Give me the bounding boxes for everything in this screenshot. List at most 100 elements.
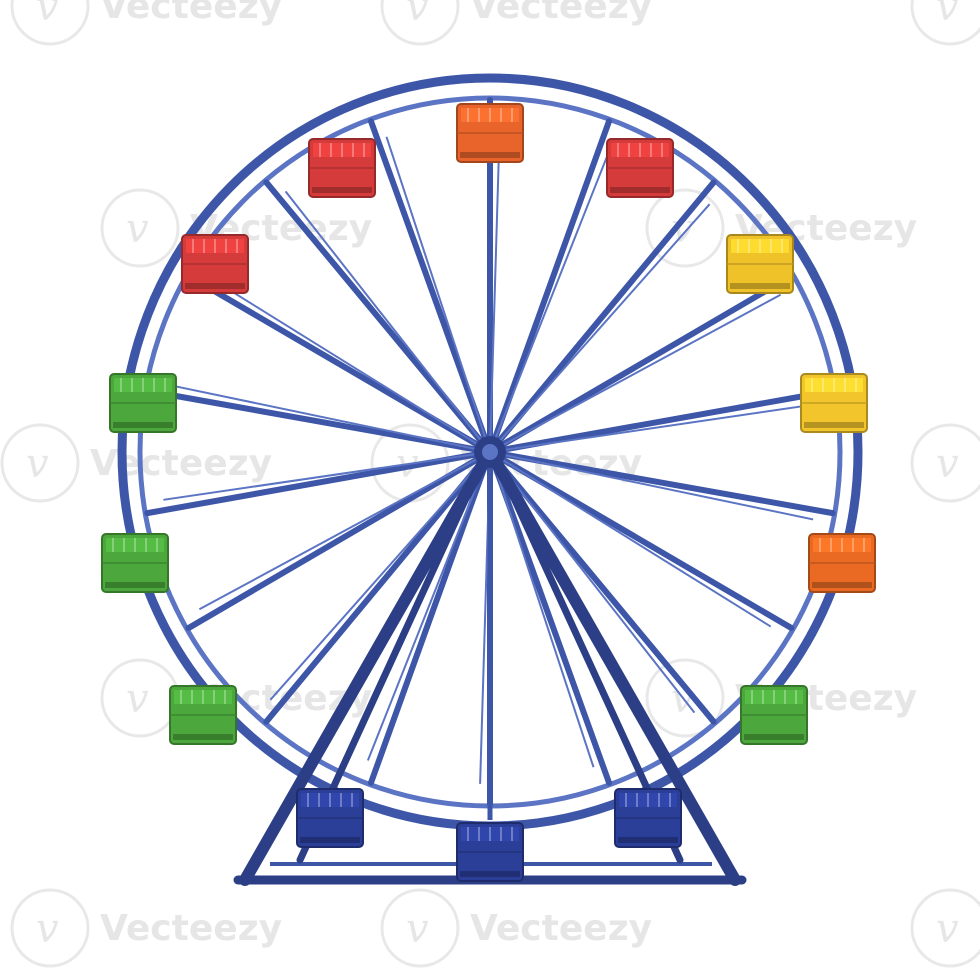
spoke [487,118,613,455]
gondola-upper-right-2 [726,234,794,294]
gondola-base [610,187,670,193]
gondola-base [185,283,245,289]
spoke [185,273,493,455]
spoke-brace [489,451,772,628]
gondola-base [460,152,520,158]
gondola-bottom-left [296,788,364,848]
watermark-circle [380,0,460,46]
spoke [487,449,795,631]
gondola-upper-right-1 [606,138,674,198]
spoke-brace [489,203,711,453]
watermark-circle [645,188,725,268]
gondola-bottom-right [614,788,682,848]
watermark-circle [0,423,80,503]
watermark-v-glyph: v [126,206,149,252]
watermark-v-glyph: v [36,0,59,30]
watermark-logo: v Vecteezy [380,0,652,46]
spoke-brace [489,451,696,714]
watermark-logo: v Vecteezy [380,888,652,968]
spoke [263,179,493,455]
watermark-circle [10,888,90,968]
spoke-brace [489,120,501,453]
hub-cap [482,444,498,460]
wheel-hub [474,436,506,468]
spoke [144,387,493,455]
gondola-base [113,422,173,428]
watermark-circle [910,423,980,503]
spoke-brace [385,136,491,453]
gondola-left-lower [101,533,169,593]
gondola-base [744,734,804,740]
support-leg [490,456,741,886]
spoke [487,449,613,786]
spoke [487,449,836,517]
gondola-top [456,103,524,163]
watermark-v-glyph: v [26,441,49,487]
spoke-brace [166,383,491,453]
gondola-base [812,582,872,588]
watermark-circle [10,0,90,46]
watermark-circle [645,658,725,738]
gondola-base [618,837,678,843]
gondola-base [173,734,233,740]
spoke [263,449,493,725]
spoke-brace [208,276,491,453]
watermark-v-glyph: v [36,906,59,952]
spoke-brace [163,451,491,501]
spoke [367,118,493,455]
spoke-brace [489,451,595,768]
wheel-spokes [144,97,836,807]
watermark-v-glyph: v [936,441,959,487]
spoke-brace [489,293,782,453]
spoke [144,449,493,517]
gondola-base [460,871,520,877]
gondola-base [730,283,790,289]
gondola-right-lower [808,533,876,593]
spoke [487,449,717,725]
gondola-lower-right [740,685,808,745]
spoke [487,273,795,455]
spoke-brace [489,451,814,521]
watermark-text: Vecteezy [470,0,652,27]
gondola-group [101,103,876,882]
spoke-brace [489,143,614,453]
watermark-circle [910,0,980,46]
watermark-v-glyph: v [126,676,149,722]
gondola-base [300,837,360,843]
support-leg [239,456,490,886]
support-legs [239,452,741,886]
spoke-brace [489,403,817,453]
gondola-base [105,582,165,588]
watermark-logo: v Vecteezy [10,0,282,46]
spoke-brace [284,190,491,453]
gondola-upper-left-2 [181,234,249,294]
watermark-logo: v Vecteezy [10,888,282,968]
watermark-text: Vecteezy [100,0,282,27]
watermark-text: Vecteezy [470,908,652,949]
watermark-circle [100,188,180,268]
watermark-text: Vecteezy [100,908,282,949]
spoke [367,449,493,786]
gondola-base [804,422,864,428]
watermark-v-glyph: v [936,0,959,30]
watermark-v-glyph: v [406,0,429,30]
watermark-circle [910,888,980,968]
spoke [487,387,836,455]
watermark-circle [380,888,460,968]
spoke-brace [269,451,491,701]
gondola-base [312,187,372,193]
watermark-v-glyph: v [406,906,429,952]
spoke-brace [198,451,491,611]
gondola-bottom [456,822,524,882]
spoke [487,179,717,455]
gondola-upper-left-1 [308,138,376,198]
watermark-v-glyph: v [936,906,959,952]
spoke-brace [366,451,491,761]
spoke [185,449,493,631]
gondola-lower-left [169,685,237,745]
